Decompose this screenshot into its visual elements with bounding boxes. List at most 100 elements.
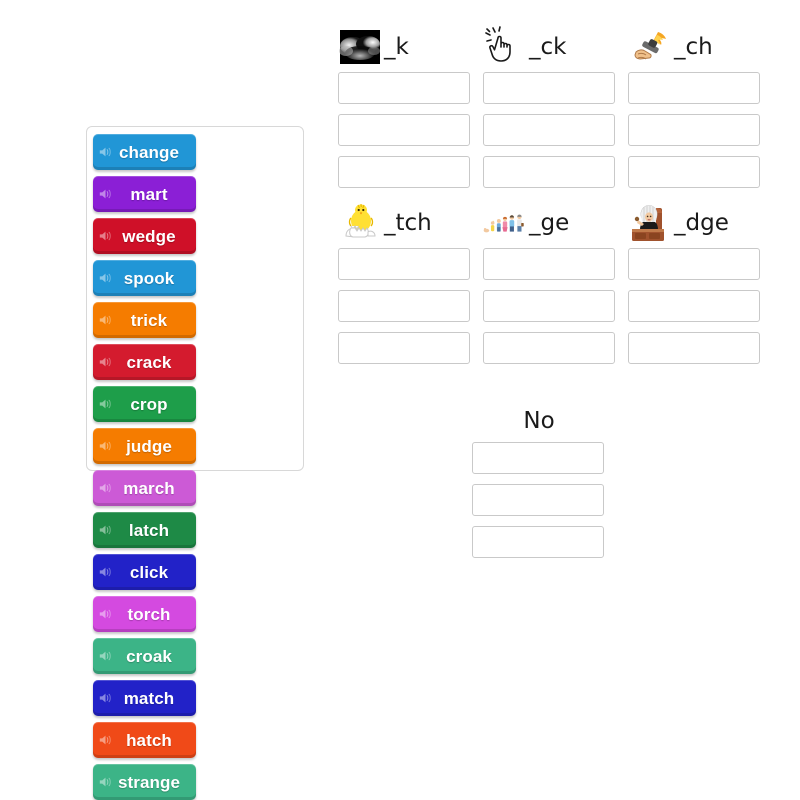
word-tile-hatch[interactable]: hatch: [92, 722, 196, 758]
word-tile-latch[interactable]: latch: [92, 512, 196, 548]
speaker-icon[interactable]: [99, 650, 112, 663]
category-no-title: No: [523, 407, 555, 434]
dropzone[interactable]: [628, 332, 760, 364]
word-tile-label: latch: [128, 520, 170, 540]
speaker-icon[interactable]: [99, 734, 112, 747]
word-tile-change[interactable]: change: [92, 134, 196, 170]
word-tile-click[interactable]: click: [92, 554, 196, 590]
dropzone[interactable]: [483, 156, 615, 188]
hatching-chick-icon: [338, 202, 382, 244]
category-header: _k: [338, 22, 472, 72]
judge-icon: [628, 202, 672, 244]
speaker-icon[interactable]: [99, 146, 112, 159]
category-dropzones: [338, 72, 472, 188]
dropzone[interactable]: [338, 290, 470, 322]
category-row: _tch _ge _dge: [338, 198, 778, 374]
word-tile-wedge[interactable]: wedge: [92, 218, 196, 254]
category-ck: _ck: [483, 22, 617, 198]
dropzone[interactable]: [338, 156, 470, 188]
word-tile-label: click: [129, 562, 169, 582]
word-tile-judge[interactable]: judge: [92, 428, 196, 464]
category-no-dropzones: [472, 442, 606, 558]
word-tile-label: crop: [130, 394, 168, 414]
category-title: _tch: [384, 209, 432, 236]
word-tile-label: torch: [127, 604, 171, 624]
dropzone[interactable]: [338, 332, 470, 364]
speaker-icon[interactable]: [99, 482, 112, 495]
dropzone[interactable]: [338, 114, 470, 146]
speaker-icon[interactable]: [99, 440, 112, 453]
word-tile-croak[interactable]: croak: [92, 638, 196, 674]
smoke-cloud-icon: [338, 26, 382, 68]
speaker-icon[interactable]: [99, 524, 112, 537]
speaker-icon[interactable]: [99, 356, 112, 369]
dropzone[interactable]: [628, 114, 760, 146]
word-tile-label: crack: [126, 352, 172, 372]
dropzone[interactable]: [483, 72, 615, 104]
word-tile-label: croak: [126, 646, 172, 666]
word-tile-spook[interactable]: spook: [92, 260, 196, 296]
clicking-hand-icon: [483, 26, 527, 68]
dropzone[interactable]: [472, 526, 604, 558]
dropzone[interactable]: [472, 484, 604, 516]
category-title: _dge: [674, 209, 729, 236]
speaker-icon[interactable]: [99, 188, 112, 201]
dropzone[interactable]: [483, 114, 615, 146]
category-no-header: No: [472, 400, 606, 442]
category-ch: _ch: [628, 22, 762, 198]
word-tile-label: judge: [126, 436, 172, 456]
word-tile-label: wedge: [122, 226, 176, 246]
torch-icon: [628, 26, 672, 68]
word-tile-march[interactable]: march: [92, 470, 196, 506]
speaker-icon[interactable]: [99, 398, 112, 411]
category-tch: _tch: [338, 198, 472, 374]
word-tile-label: match: [123, 688, 175, 708]
speaker-icon[interactable]: [99, 692, 112, 705]
category-dge: _dge: [628, 198, 762, 374]
word-bank[interactable]: change mart wedge spook trick crack crop judge m…: [86, 126, 304, 800]
word-tile-mart[interactable]: mart: [92, 176, 196, 212]
word-tile-label: spook: [123, 268, 175, 288]
dropzone[interactable]: [628, 290, 760, 322]
category-dropzones: [338, 248, 472, 364]
word-tile-torch[interactable]: torch: [92, 596, 196, 632]
dropzone[interactable]: [338, 248, 470, 280]
category-header: _ge: [483, 198, 617, 248]
category-dropzones: [628, 72, 762, 188]
dropzone[interactable]: [483, 332, 615, 364]
word-tile-crack[interactable]: crack: [92, 344, 196, 380]
category-ge: _ge: [483, 198, 617, 374]
dropzone[interactable]: [628, 72, 760, 104]
speaker-icon[interactable]: [99, 230, 112, 243]
category-header: _dge: [628, 198, 762, 248]
word-tile-trick[interactable]: trick: [92, 302, 196, 338]
category-title: _ge: [529, 209, 570, 236]
category-header: _tch: [338, 198, 472, 248]
age-people-icon: [483, 202, 527, 244]
category-header: _ck: [483, 22, 617, 72]
category-dropzones: [483, 248, 617, 364]
category-row: _k_ck _ch: [338, 22, 778, 198]
dropzone[interactable]: [338, 72, 470, 104]
category-no: No: [472, 400, 606, 568]
dropzone[interactable]: [628, 156, 760, 188]
speaker-icon[interactable]: [99, 272, 112, 285]
word-tile-label: mart: [130, 184, 168, 204]
word-tile-match[interactable]: match: [92, 680, 196, 716]
dropzone[interactable]: [483, 290, 615, 322]
category-title: _ch: [674, 33, 713, 60]
word-tile-strange[interactable]: strange: [92, 764, 196, 800]
word-tile-label: trick: [130, 310, 168, 330]
speaker-icon[interactable]: [99, 608, 112, 621]
word-tile-label: strange: [117, 772, 181, 792]
category-grid: _k_ck _ch _tch _ge _dge: [338, 22, 778, 374]
speaker-icon[interactable]: [99, 776, 112, 789]
dropzone[interactable]: [483, 248, 615, 280]
dropzone[interactable]: [628, 248, 760, 280]
category-dropzones: [628, 248, 762, 364]
speaker-icon[interactable]: [99, 314, 112, 327]
speaker-icon[interactable]: [99, 566, 112, 579]
dropzone[interactable]: [472, 442, 604, 474]
word-tile-label: hatch: [126, 730, 172, 750]
word-tile-crop[interactable]: crop: [92, 386, 196, 422]
